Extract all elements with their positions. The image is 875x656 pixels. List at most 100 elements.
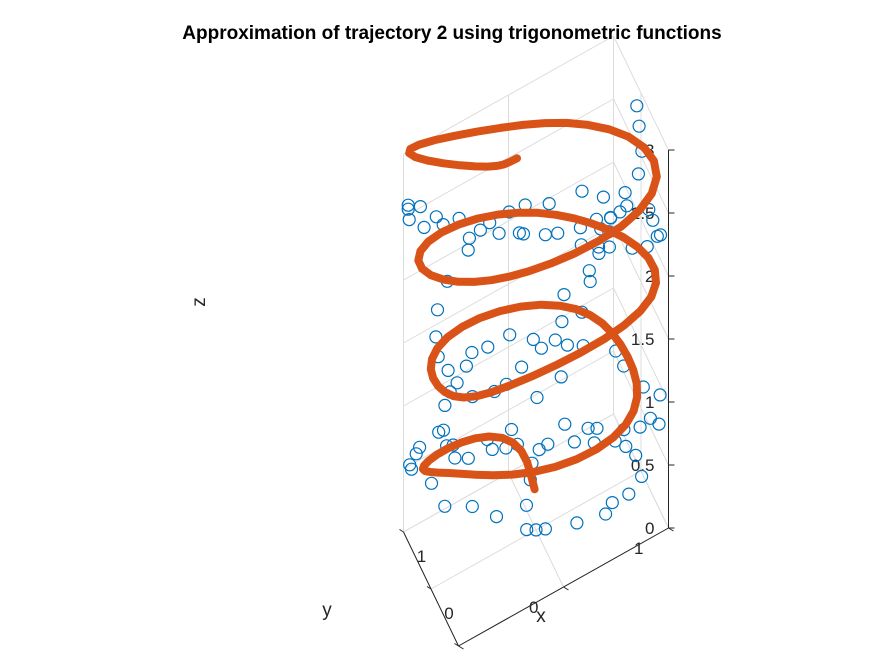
data-point xyxy=(489,509,504,524)
x-tick-label: 0 xyxy=(444,604,453,623)
data-point xyxy=(629,448,643,462)
data-point xyxy=(450,376,464,390)
data-point xyxy=(461,243,475,257)
data-point xyxy=(465,345,479,360)
fitted-curve xyxy=(405,118,661,494)
data-point xyxy=(582,264,596,278)
data-point xyxy=(485,442,499,456)
data-point xyxy=(541,437,555,451)
data-point xyxy=(413,440,427,454)
data-point xyxy=(619,439,633,453)
data-point xyxy=(514,360,529,374)
data-point xyxy=(618,186,632,200)
data-point xyxy=(534,341,549,355)
data-point xyxy=(620,199,634,213)
data-point xyxy=(492,226,506,240)
fitted-trajectory-line xyxy=(405,118,661,494)
data-point xyxy=(402,213,416,227)
data-point xyxy=(401,202,415,216)
data-point xyxy=(590,421,604,435)
y-tick-mark xyxy=(563,586,569,591)
x-tick-mark xyxy=(399,529,404,533)
x-tick-mark xyxy=(454,643,459,647)
data-point xyxy=(560,338,575,352)
data-point xyxy=(605,496,619,510)
data-point xyxy=(650,229,664,243)
data-point xyxy=(554,370,568,384)
data-point xyxy=(526,332,540,346)
data-point xyxy=(465,499,479,514)
y-tick-label: 0 xyxy=(529,598,538,617)
data-point xyxy=(401,198,415,212)
data-point xyxy=(448,451,462,465)
data-point xyxy=(438,398,452,412)
data-point xyxy=(504,422,519,437)
data-point xyxy=(555,315,569,329)
data-point xyxy=(557,288,571,302)
y-tick-mark xyxy=(458,645,464,650)
data-point xyxy=(548,333,562,347)
y-tick-label: 1 xyxy=(634,539,643,558)
data-point xyxy=(512,226,527,240)
data-point xyxy=(519,498,534,512)
data-point xyxy=(602,240,617,254)
data-point xyxy=(436,423,451,437)
data-point xyxy=(581,421,595,435)
data-point xyxy=(438,499,452,513)
data-point xyxy=(516,227,531,241)
data-point xyxy=(429,210,443,224)
data-point xyxy=(570,516,584,530)
data-point xyxy=(462,231,476,245)
data-point xyxy=(409,447,423,461)
data-point xyxy=(503,328,517,342)
data-point xyxy=(603,210,618,225)
data-point xyxy=(520,522,534,537)
data-point xyxy=(558,417,572,431)
data-point xyxy=(413,200,427,214)
data-point xyxy=(643,411,658,425)
data-point xyxy=(424,476,439,490)
data-point xyxy=(429,330,443,344)
data-point xyxy=(634,469,649,483)
z-tick-label: 1.5 xyxy=(631,330,655,349)
data-point xyxy=(596,190,611,204)
data-point xyxy=(622,487,636,501)
data-point xyxy=(633,420,647,434)
data-point xyxy=(538,522,553,536)
data-point xyxy=(592,246,606,260)
data-point xyxy=(530,390,544,405)
data-point xyxy=(542,197,556,211)
axes-box xyxy=(399,149,675,650)
z-tick-label: 0.5 xyxy=(631,456,655,475)
data-point xyxy=(532,443,546,457)
data-point xyxy=(598,507,613,521)
z-axis-label: z xyxy=(189,297,210,307)
data-point xyxy=(551,226,565,240)
data-point xyxy=(441,363,455,377)
data-point xyxy=(538,228,553,242)
x-tick-mark xyxy=(426,586,432,590)
y-axis-label: y xyxy=(322,600,332,621)
data-point xyxy=(459,359,473,373)
data-point xyxy=(430,303,445,317)
data-point xyxy=(567,435,582,449)
z-tick-label: 2 xyxy=(645,267,654,286)
data-point xyxy=(403,458,417,472)
sampled-points xyxy=(401,99,668,537)
x-axis-label: x xyxy=(536,606,546,627)
data-point xyxy=(630,99,644,113)
data-point xyxy=(646,213,660,227)
data-point xyxy=(631,167,646,181)
z-tick-label: 0 xyxy=(645,519,654,538)
data-point xyxy=(653,388,667,402)
data-point xyxy=(529,523,543,537)
data-point xyxy=(632,119,646,133)
data-point xyxy=(652,417,666,431)
data-point xyxy=(583,274,597,289)
x-tick-label: 1 xyxy=(417,547,426,566)
z-tick-label: 1 xyxy=(645,393,654,412)
chart-title: Approximation of trajectory 2 using trig… xyxy=(182,23,721,44)
data-point xyxy=(575,184,589,198)
data-point xyxy=(417,220,431,234)
